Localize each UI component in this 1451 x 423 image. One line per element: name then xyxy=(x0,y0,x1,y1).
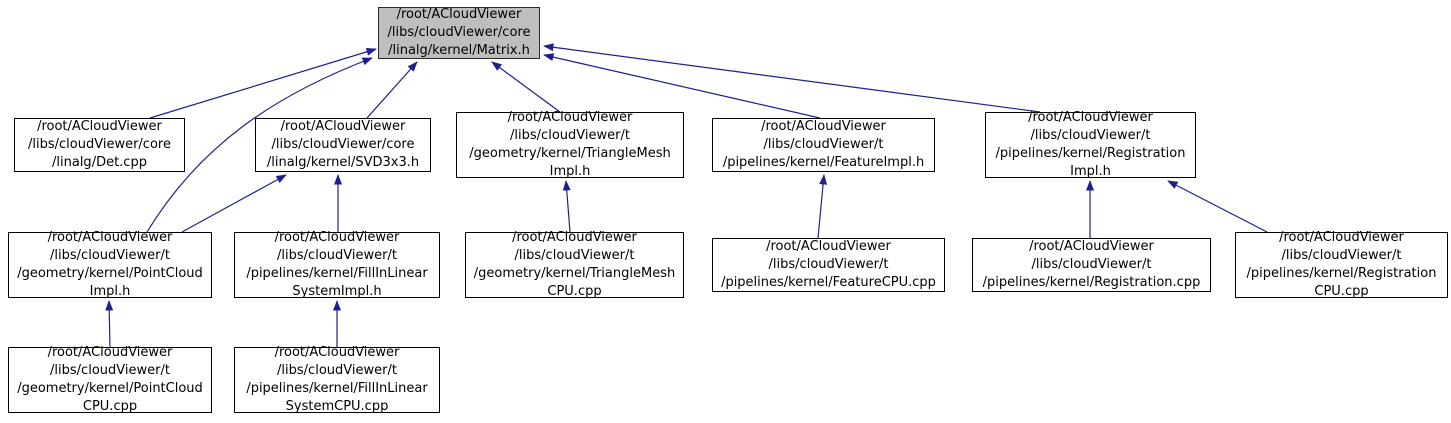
edge-pointcloud-impl-h-to-svd3x3-h xyxy=(181,174,287,233)
graph-node-det-cpp[interactable]: /root/ACloudViewer /libs/cloudViewer/cor… xyxy=(14,118,185,172)
edge-trianglemesh-cpu-cpp-to-trianglemesh-impl-h xyxy=(562,180,571,233)
graph-node-fillinlinearsystem-impl-h[interactable]: /root/ACloudViewer /libs/cloudViewer/t /… xyxy=(234,230,440,299)
graph-node-feature-cpu-cpp[interactable]: /root/ACloudViewer /libs/cloudViewer/t /… xyxy=(712,238,945,292)
edge-feature-cpu-cpp-to-feature-impl-h xyxy=(817,174,828,239)
graph-node-registration-cpp[interactable]: /root/ACloudViewer /libs/cloudViewer/t /… xyxy=(972,238,1211,292)
graph-node-trianglemesh-cpu-cpp[interactable]: /root/ACloudViewer /libs/cloudViewer/t /… xyxy=(465,230,684,299)
edge-det-cpp-to-matrix-h xyxy=(149,47,377,119)
graph-node-pointcloud-cpu-cpp[interactable]: /root/ACloudViewer /libs/cloudViewer/t /… xyxy=(8,345,212,414)
graph-node-registration-cpu-cpp[interactable]: /root/ACloudViewer /libs/cloudViewer/t /… xyxy=(1235,230,1448,299)
graph-node-feature-impl-h[interactable]: /root/ACloudViewer /libs/cloudViewer/t /… xyxy=(712,118,935,172)
edge-svd3x3-h-to-matrix-h xyxy=(366,61,418,119)
edge-trianglemesh-impl-h-to-matrix-h xyxy=(491,61,561,113)
edge-pointcloud-cpu-cpp-to-pointcloud-impl-h xyxy=(105,300,114,348)
graph-node-registration-impl-h[interactable]: /root/ACloudViewer /libs/cloudViewer/t /… xyxy=(985,110,1196,179)
graph-node-trianglemesh-impl-h[interactable]: /root/ACloudViewer /libs/cloudViewer/t /… xyxy=(456,110,684,179)
graph-node-svd3x3-h[interactable]: /root/ACloudViewer /libs/cloudViewer/cor… xyxy=(255,118,431,172)
graph-node-pointcloud-impl-h[interactable]: /root/ACloudViewer /libs/cloudViewer/t /… xyxy=(8,230,212,299)
edge-registration-impl-h-to-matrix-h xyxy=(543,43,1041,113)
edge-registration-cpu-cpp-to-registration-impl-h xyxy=(1167,180,1268,233)
graph-node-fillinlinearsystem-cpu-cpp[interactable]: /root/ACloudViewer /libs/cloudViewer/t /… xyxy=(234,345,440,414)
graph-node-matrix-h: /root/ACloudViewer /libs/cloudViewer/cor… xyxy=(378,7,540,59)
